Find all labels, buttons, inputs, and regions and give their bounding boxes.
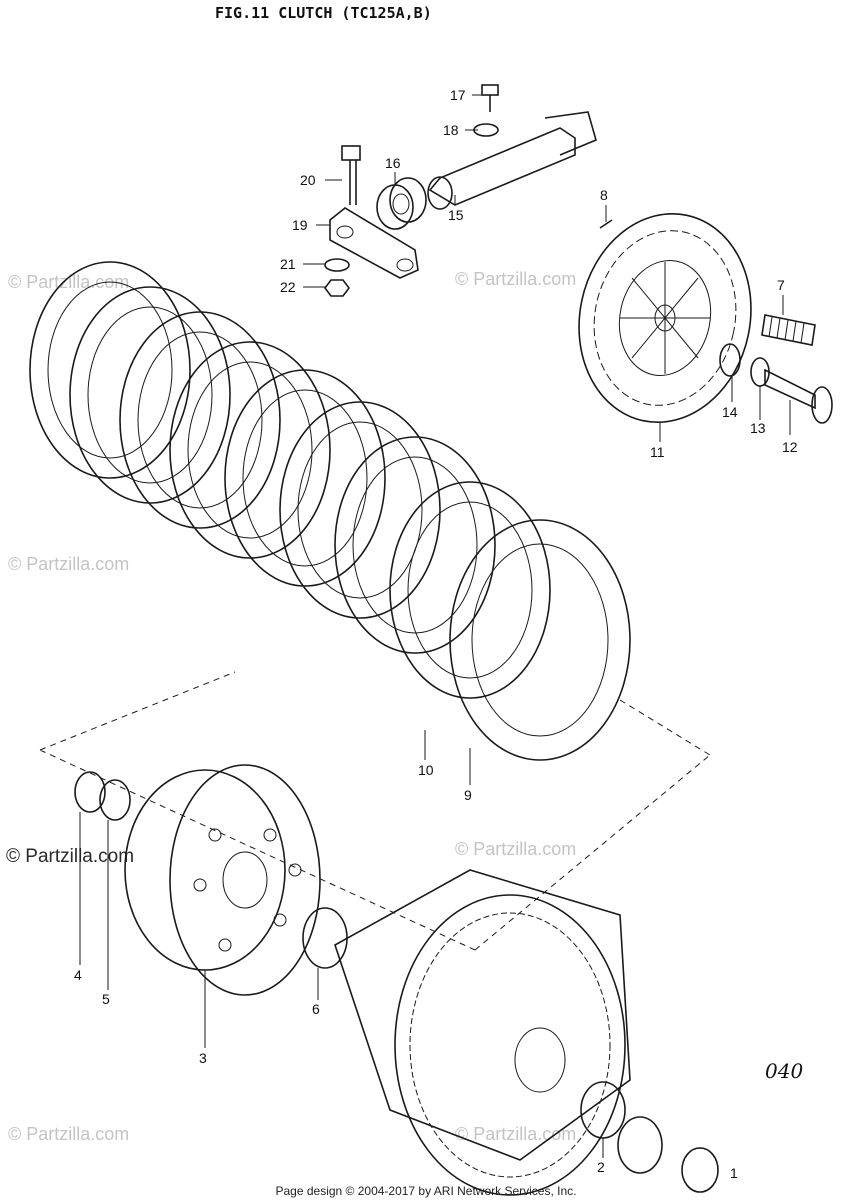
friction-plate[interactable]: [224, 369, 386, 587]
footer-copyright: Page design © 2004-2017 by ARI Network S…: [275, 1184, 577, 1198]
washer-13[interactable]: [750, 357, 770, 387]
callout-20[interactable]: 20: [300, 172, 316, 188]
callout-13[interactable]: 13: [750, 420, 766, 436]
friction-plate[interactable]: [334, 436, 496, 654]
callout-1[interactable]: 1: [730, 1165, 738, 1181]
callout-21[interactable]: 21: [280, 256, 296, 272]
callout-7[interactable]: 7: [777, 277, 785, 293]
ring[interactable]: [617, 1116, 663, 1174]
bolt-12[interactable]: [764, 368, 833, 424]
circlip-1[interactable]: [681, 1147, 719, 1193]
bolt-20[interactable]: [341, 145, 361, 205]
drive-plate[interactable]: [169, 341, 331, 559]
callout-17[interactable]: 17: [450, 87, 466, 103]
washer-4[interactable]: [74, 771, 106, 813]
drive-plate-10[interactable]: [389, 481, 551, 699]
washer-21[interactable]: [324, 258, 350, 272]
callout-22[interactable]: 22: [280, 279, 296, 295]
drive-plate[interactable]: [69, 286, 231, 504]
callout-15[interactable]: 15: [448, 207, 464, 223]
clutch-housing-2[interactable]: [334, 869, 631, 1196]
washer-14[interactable]: [719, 343, 741, 377]
watermark-group: © Partzilla.com © Partzilla.com © Partzi…: [6, 269, 576, 1144]
bearing-16[interactable]: [376, 177, 427, 230]
callout-19[interactable]: 19: [292, 217, 308, 233]
figure-title: FIG.11 CLUTCH (TC125A,B): [215, 4, 432, 22]
bolt-17[interactable]: [481, 84, 499, 112]
watermark: © Partzilla.com: [455, 839, 576, 859]
watermark: © Partzilla.com: [455, 1124, 576, 1144]
callout-12[interactable]: 12: [782, 439, 798, 455]
clutch-spring-7[interactable]: [761, 314, 816, 346]
callout-16[interactable]: 16: [385, 155, 401, 171]
watermark: © Partzilla.com: [455, 269, 576, 289]
watermark: © Partzilla.com: [8, 1124, 129, 1144]
callout-9[interactable]: 9: [464, 787, 472, 803]
callout-10[interactable]: 10: [418, 762, 434, 778]
callout-5[interactable]: 5: [102, 991, 110, 1007]
callout-3[interactable]: 3: [199, 1050, 207, 1066]
clutch-plate-stack: [29, 261, 631, 761]
callout-2[interactable]: 2: [597, 1159, 605, 1175]
callout-6[interactable]: 6: [312, 1001, 320, 1017]
callout-4[interactable]: 4: [74, 967, 82, 983]
friction-plate[interactable]: [119, 311, 281, 529]
friction-plate[interactable]: [29, 261, 191, 479]
pin-8[interactable]: [599, 219, 613, 229]
pressure-plate-11[interactable]: [560, 198, 770, 439]
washer-5[interactable]: [99, 779, 131, 821]
clutch-hub-3[interactable]: [124, 764, 321, 996]
friction-plate-9[interactable]: [449, 519, 631, 761]
callout-8[interactable]: 8: [600, 187, 608, 203]
callout-18[interactable]: 18: [443, 122, 459, 138]
watermark-dark: © Partzilla.com: [6, 846, 134, 867]
callout-labels: 17 18 16 20 15 19 8 21 22 7 14 13 12 11 …: [74, 87, 798, 1181]
drive-plate[interactable]: [279, 401, 441, 619]
page-code: 040: [765, 1059, 803, 1083]
leader-lines: [79, 94, 791, 1158]
nut-22[interactable]: [324, 279, 350, 297]
callout-14[interactable]: 14: [722, 404, 738, 420]
release-lever-19[interactable]: [329, 207, 419, 279]
watermark: © Partzilla.com: [8, 554, 129, 574]
callout-11[interactable]: 11: [650, 444, 665, 460]
watermark: © Partzilla.com: [8, 272, 129, 292]
